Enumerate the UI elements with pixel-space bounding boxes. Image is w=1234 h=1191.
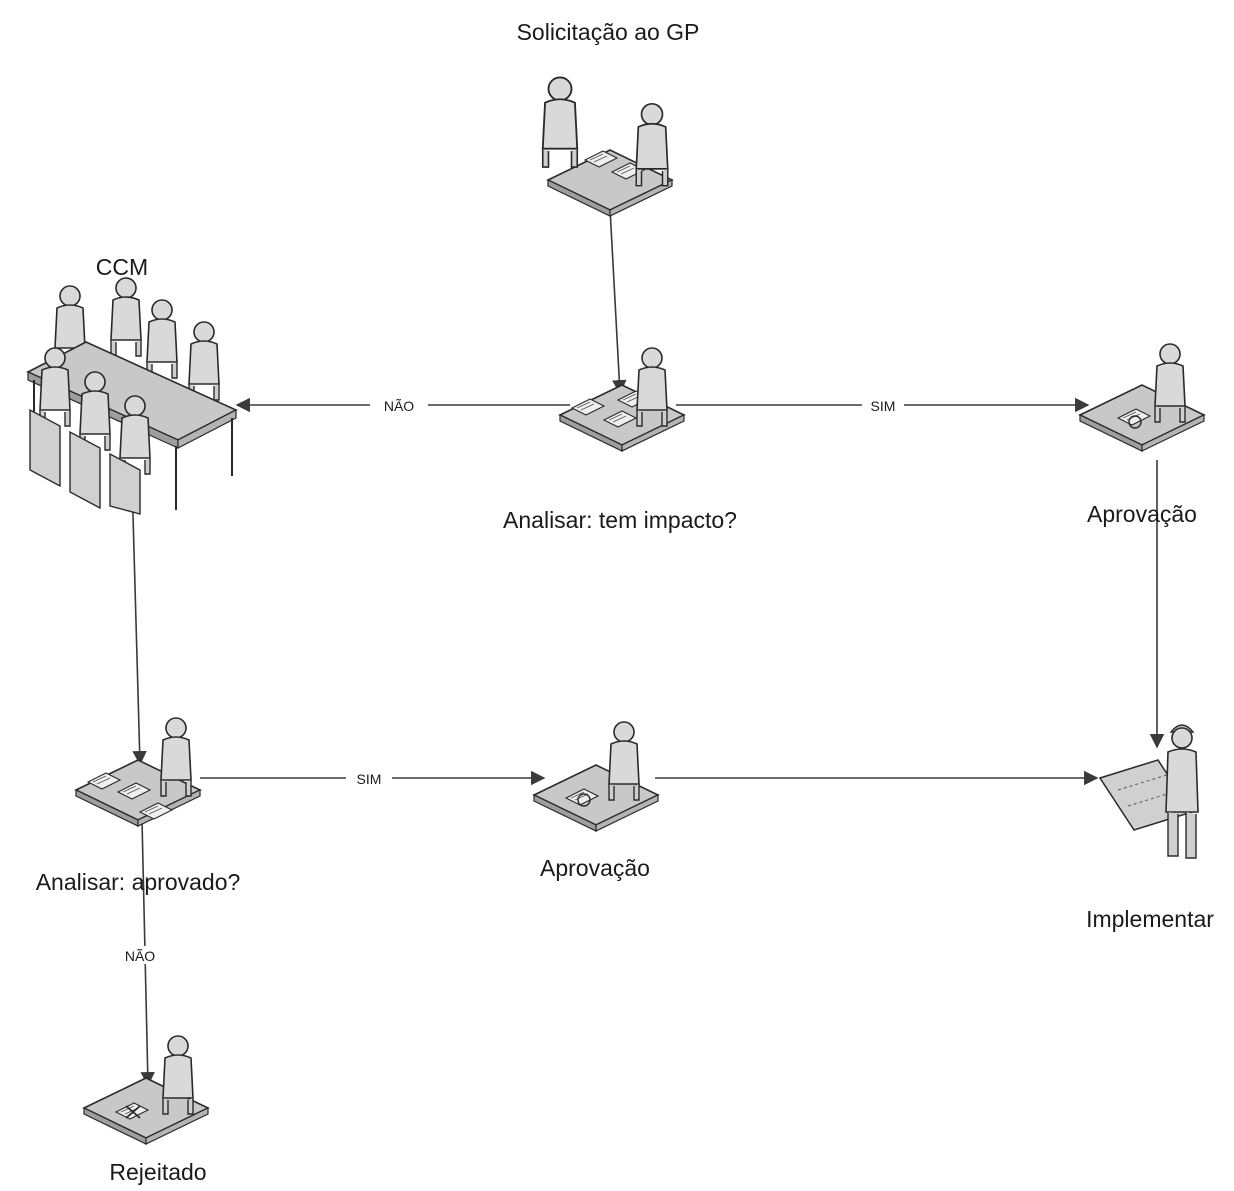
node-analisar-impacto: Analisar: tem impacto?: [503, 347, 737, 533]
node-label-aprovacao-centro: Aprovação: [540, 855, 650, 881]
node-aprovacao-direita: Aprovação: [1079, 343, 1205, 527]
node-implementar: Implementar: [1086, 724, 1214, 932]
node-label-analisar-impacto: Analisar: tem impacto?: [503, 507, 737, 533]
two-people-meeting-icon: [541, 76, 673, 217]
person-at-desk-with-documents-icon: [559, 347, 685, 452]
node-label-implementar: Implementar: [1086, 906, 1214, 932]
node-ccm: CCM: [26, 254, 238, 515]
edge-solicitacao-to-analisar: [609, 207, 627, 395]
person-at-desk-with-documents-icon: [75, 717, 201, 827]
node-label-rejeitado: Rejeitado: [109, 1159, 206, 1185]
committee-meeting-table-icon: [26, 277, 238, 515]
edge-label-impacto-sim: SIM: [871, 398, 896, 414]
node-label-analisar-aprovado: Analisar: aprovado?: [36, 869, 241, 895]
node-analisar-aprovado: Analisar: aprovado?: [36, 717, 241, 895]
edge-label-aprovado-nao: NÃO: [125, 948, 155, 964]
node-label-solicitacao: Solicitação ao GP: [517, 19, 700, 45]
edge-label-aprovado-sim: SIM: [357, 771, 382, 787]
person-at-desk-rejecting-icon: [83, 1035, 209, 1145]
worker-with-blueprint-icon: [1098, 724, 1199, 859]
edge-ccm-to-analisar-aprovado: [131, 479, 147, 766]
node-label-ccm: CCM: [96, 254, 148, 280]
node-solicitacao: Solicitação ao GP: [517, 19, 700, 217]
node-rejeitado: Rejeitado: [83, 1035, 209, 1185]
node-label-aprovacao-direita: Aprovação: [1087, 501, 1197, 527]
person-at-desk-approving-icon: [533, 721, 659, 832]
person-at-desk-approving-icon: [1079, 343, 1205, 452]
edge-label-impacto-nao: NÃO: [384, 398, 414, 414]
node-aprovacao-centro: Aprovação: [533, 721, 659, 881]
edges: NÃO SIM SIM NÃO: [115, 207, 1165, 1087]
